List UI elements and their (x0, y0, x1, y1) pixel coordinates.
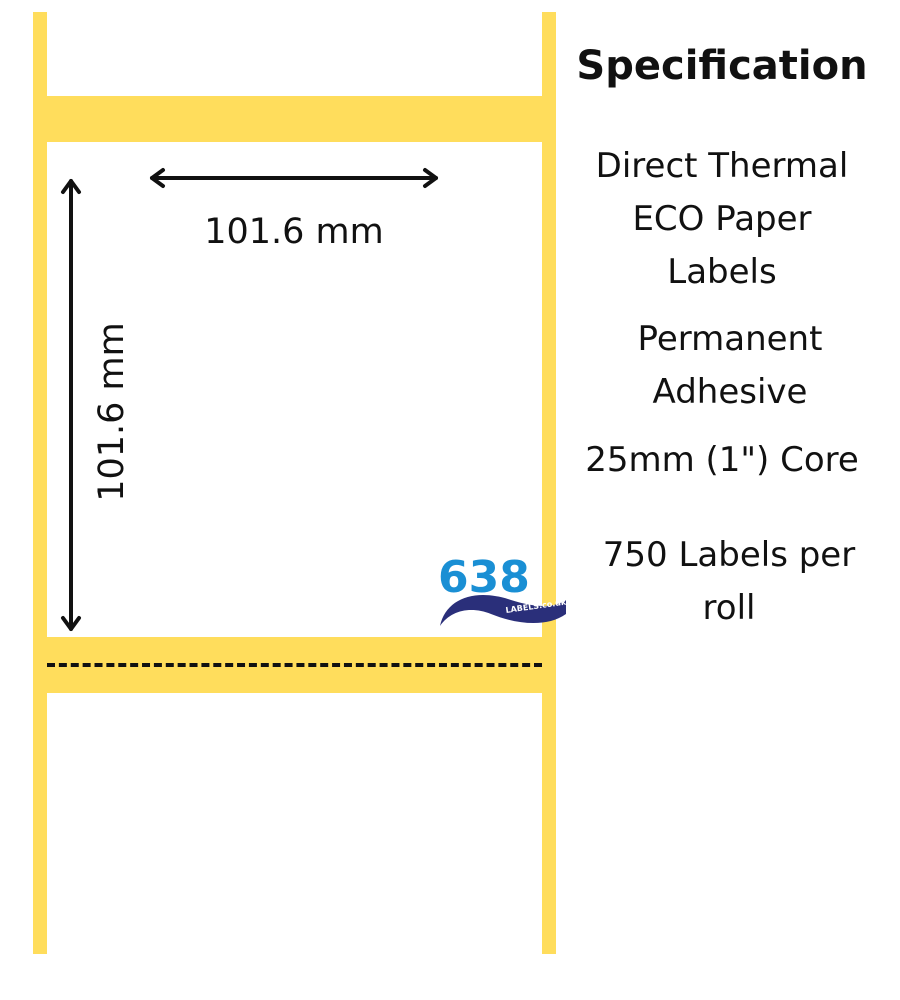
spec-quantity: 750 Labels per roll (602, 535, 856, 628)
brand-logo: 638 LABELS.co.uk (437, 551, 567, 626)
spec-adhesive: Permanent Adhesive (637, 319, 823, 412)
liner-right-edge (542, 12, 556, 954)
label-width-text: 101.6 mm (204, 212, 384, 252)
liner-gap-top (33, 96, 556, 142)
label-height-text: 101.6 mm (92, 322, 132, 502)
width-arrow (150, 168, 438, 188)
spec-core: 25mm (1") Core (585, 440, 859, 480)
height-arrow (61, 179, 81, 631)
label-face (47, 142, 542, 637)
specification-heading: Specification (576, 43, 868, 89)
liner-left-edge (33, 12, 47, 954)
logo-number: 638 (438, 552, 530, 603)
logo-swoosh (440, 595, 566, 626)
spec-material: Direct Thermal ECO Paper Labels (595, 146, 849, 292)
perforation-line (47, 663, 542, 667)
